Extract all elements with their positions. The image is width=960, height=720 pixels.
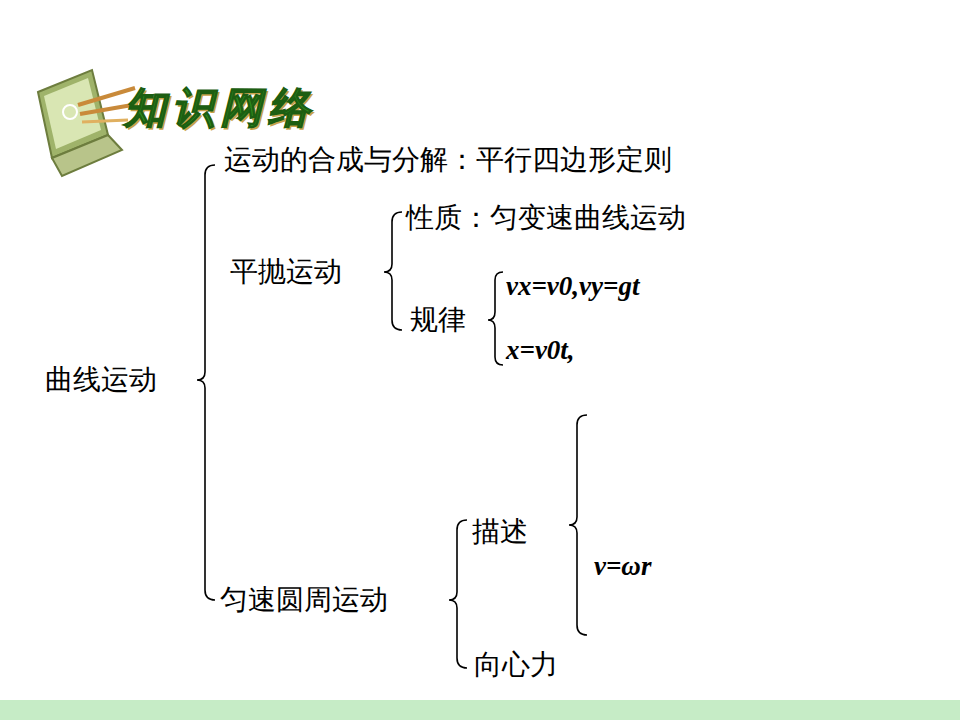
item-label-text: 描述 <box>472 515 528 548</box>
topic-label: 平抛运动 <box>230 253 342 291</box>
topic-label: 运动的合成与分解：平行四边形定则 <box>224 141 672 179</box>
topic-label-text: 运动的合成与分解：平行四边形定则 <box>224 143 672 176</box>
bracket <box>197 165 215 600</box>
item-label-text: 性质：匀变速曲线运动 <box>406 201 686 234</box>
slide-title-text: 知识网络 <box>124 83 316 132</box>
item-label: 描述 <box>472 513 528 551</box>
item-label: 性质：匀变速曲线运动 <box>406 199 686 237</box>
bracket <box>569 415 587 635</box>
formula-label-text: x=v0t, <box>506 335 575 365</box>
formula-label: x=v0t, <box>506 335 575 366</box>
root-label-text: 曲线运动 <box>45 363 157 396</box>
formula-label: vx=v0,vy=gt <box>506 271 639 302</box>
formula-label: v=ωr <box>594 551 651 582</box>
topic-label-text: 匀速圆周运动 <box>220 583 388 616</box>
bottom-band <box>0 700 960 720</box>
item-label: 向心力 <box>474 646 558 684</box>
item-label-text: 规律 <box>410 303 466 336</box>
topic-label: 匀速圆周运动 <box>220 581 388 619</box>
topic-label-text: 平抛运动 <box>230 255 342 288</box>
root-label: 曲线运动 <box>45 361 157 399</box>
formula-label-text: v=ωr <box>594 551 651 581</box>
slide-title: 知识网络 <box>124 80 316 136</box>
laptop-icon <box>38 70 138 176</box>
formula-label-text: vx=v0,vy=gt <box>506 271 639 301</box>
bracket <box>488 272 503 365</box>
item-label-text: 向心力 <box>474 648 558 681</box>
bracket <box>197 165 587 668</box>
bracket <box>384 212 402 330</box>
bracket <box>449 520 467 668</box>
item-label: 规律 <box>410 301 466 339</box>
